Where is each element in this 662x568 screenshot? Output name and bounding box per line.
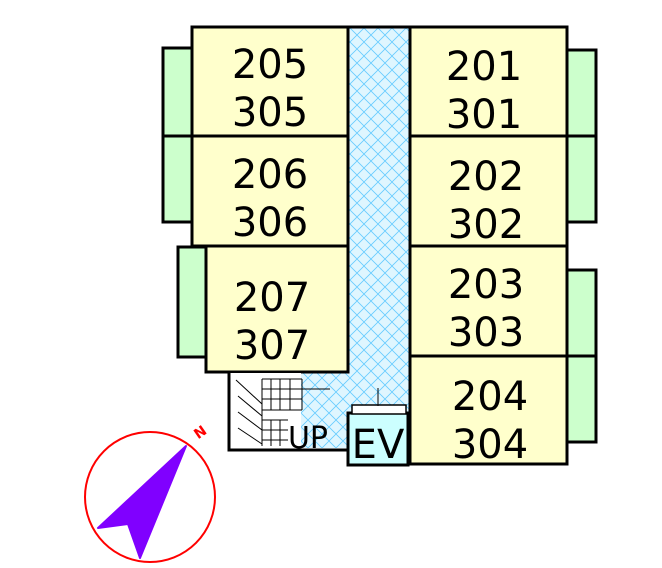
unit-202-floor3: 302 [448, 202, 524, 248]
elevator: EV [346, 388, 410, 468]
stairs-up-label: UP [288, 421, 328, 456]
unit-206-floor2: 206 [232, 152, 308, 198]
unit-205: 205 305 [190, 25, 350, 138]
unit-204-floor3: 304 [452, 422, 528, 468]
unit-203-floor3: 303 [448, 310, 524, 356]
stairs: UP [227, 373, 348, 456]
unit-207: 207 307 [204, 244, 350, 374]
unit-201-floor2: 201 [446, 44, 522, 90]
unit-203-floor2: 203 [448, 262, 524, 308]
balcony-206 [161, 134, 195, 224]
unit-203: 203 303 [408, 244, 569, 358]
balcony-207 [176, 245, 210, 359]
compass-arrow-icon [97, 445, 187, 559]
compass: N [84, 423, 216, 563]
unit-202: 202 302 [408, 134, 569, 248]
elevator-label: EV [352, 422, 405, 468]
compass-north-label: N [191, 423, 210, 443]
balcony-201 [564, 48, 598, 138]
balcony-203 [564, 268, 598, 358]
balcony-202 [564, 134, 598, 224]
unit-201: 201 301 [408, 25, 569, 138]
unit-204-floor2: 204 [452, 374, 528, 420]
unit-206-floor3: 306 [232, 200, 308, 246]
unit-201-floor3: 301 [446, 92, 522, 138]
unit-205-floor3: 305 [232, 90, 308, 136]
balcony-204 [564, 354, 598, 444]
unit-204: 204 304 [408, 354, 569, 468]
balcony-205 [161, 46, 195, 138]
unit-205-floor2: 205 [232, 42, 308, 88]
unit-207-floor2: 207 [234, 275, 310, 321]
unit-206: 206 306 [190, 134, 350, 248]
unit-207-floor3: 307 [234, 323, 310, 369]
unit-202-floor2: 202 [448, 154, 524, 200]
